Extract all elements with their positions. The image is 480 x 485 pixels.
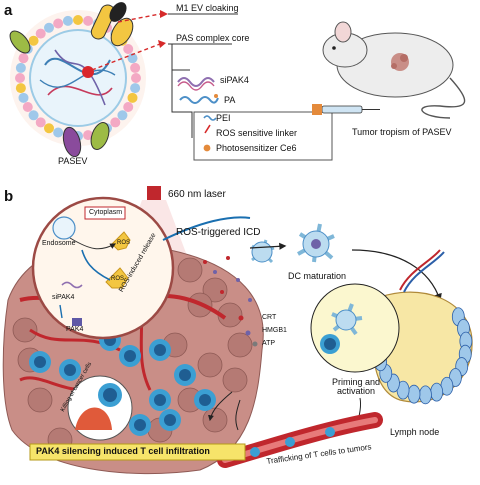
sipak4-b-label: siPAK4 (52, 294, 75, 301)
sipak4-graphic (177, 77, 215, 91)
hmgb1-label: HMGB1 (262, 327, 287, 334)
cytoplasm-zoom (31, 196, 251, 340)
pointer-lines (91, 10, 238, 138)
lymph-node-label: Lymph node (390, 427, 440, 437)
panel-a-letter: a (4, 2, 13, 19)
sipak4-label: siPAK4 (220, 75, 249, 85)
panel-b-letter: b (4, 188, 14, 205)
banner-label: PAK4 silencing induced T cell infiltrati… (36, 446, 210, 456)
cytoplasm-label: Cytoplasm (89, 209, 123, 216)
dc-maturation-label: DC maturation (288, 271, 347, 281)
atp-dot (252, 341, 258, 347)
mouse-illustration (312, 21, 466, 119)
t-cells (29, 329, 216, 436)
pa-graphic (179, 94, 219, 104)
laser-label: 660 nm laser (168, 189, 226, 200)
lymph-node (310, 249, 473, 431)
ros-label-1: ROS (117, 240, 131, 246)
pas-core-label: PAS complex core (176, 33, 250, 43)
legend-ros-linker: ROS sensitive linker (216, 128, 298, 138)
dc-cells (249, 223, 442, 302)
icd-particles (203, 256, 258, 347)
orange-dot-icon (203, 144, 211, 152)
red-linker-icon (204, 124, 211, 134)
pa-label: PA (224, 95, 236, 105)
pasev-vesicle (9, 2, 146, 158)
legend-ce6: Photosensitizer Ce6 (216, 143, 297, 153)
pasev-label: PASEV (58, 156, 88, 166)
endosome-label: Endosome (42, 240, 76, 247)
crt-dot (238, 315, 244, 321)
hmgb1-dot (245, 330, 251, 336)
m1-ev-cloaking-label: M1 EV cloaking (176, 3, 239, 13)
banner (29, 443, 246, 461)
atp-label: ATP (262, 340, 276, 347)
priming-label: Priming and activation (331, 377, 381, 397)
ros-label-2: ROS (111, 276, 125, 282)
pa-legend-box (193, 111, 333, 161)
crt-label: CRT (262, 314, 277, 321)
pei-coil-icon (203, 115, 217, 121)
pak4-label: PAK4 (66, 326, 84, 333)
killing-zoom (67, 375, 133, 441)
tumor-tropism-label: Tumor tropism of PASEV (352, 127, 452, 137)
ros-icd-label: ROS-triggered ICD (176, 227, 261, 238)
legend-pei: PEI (216, 113, 231, 123)
